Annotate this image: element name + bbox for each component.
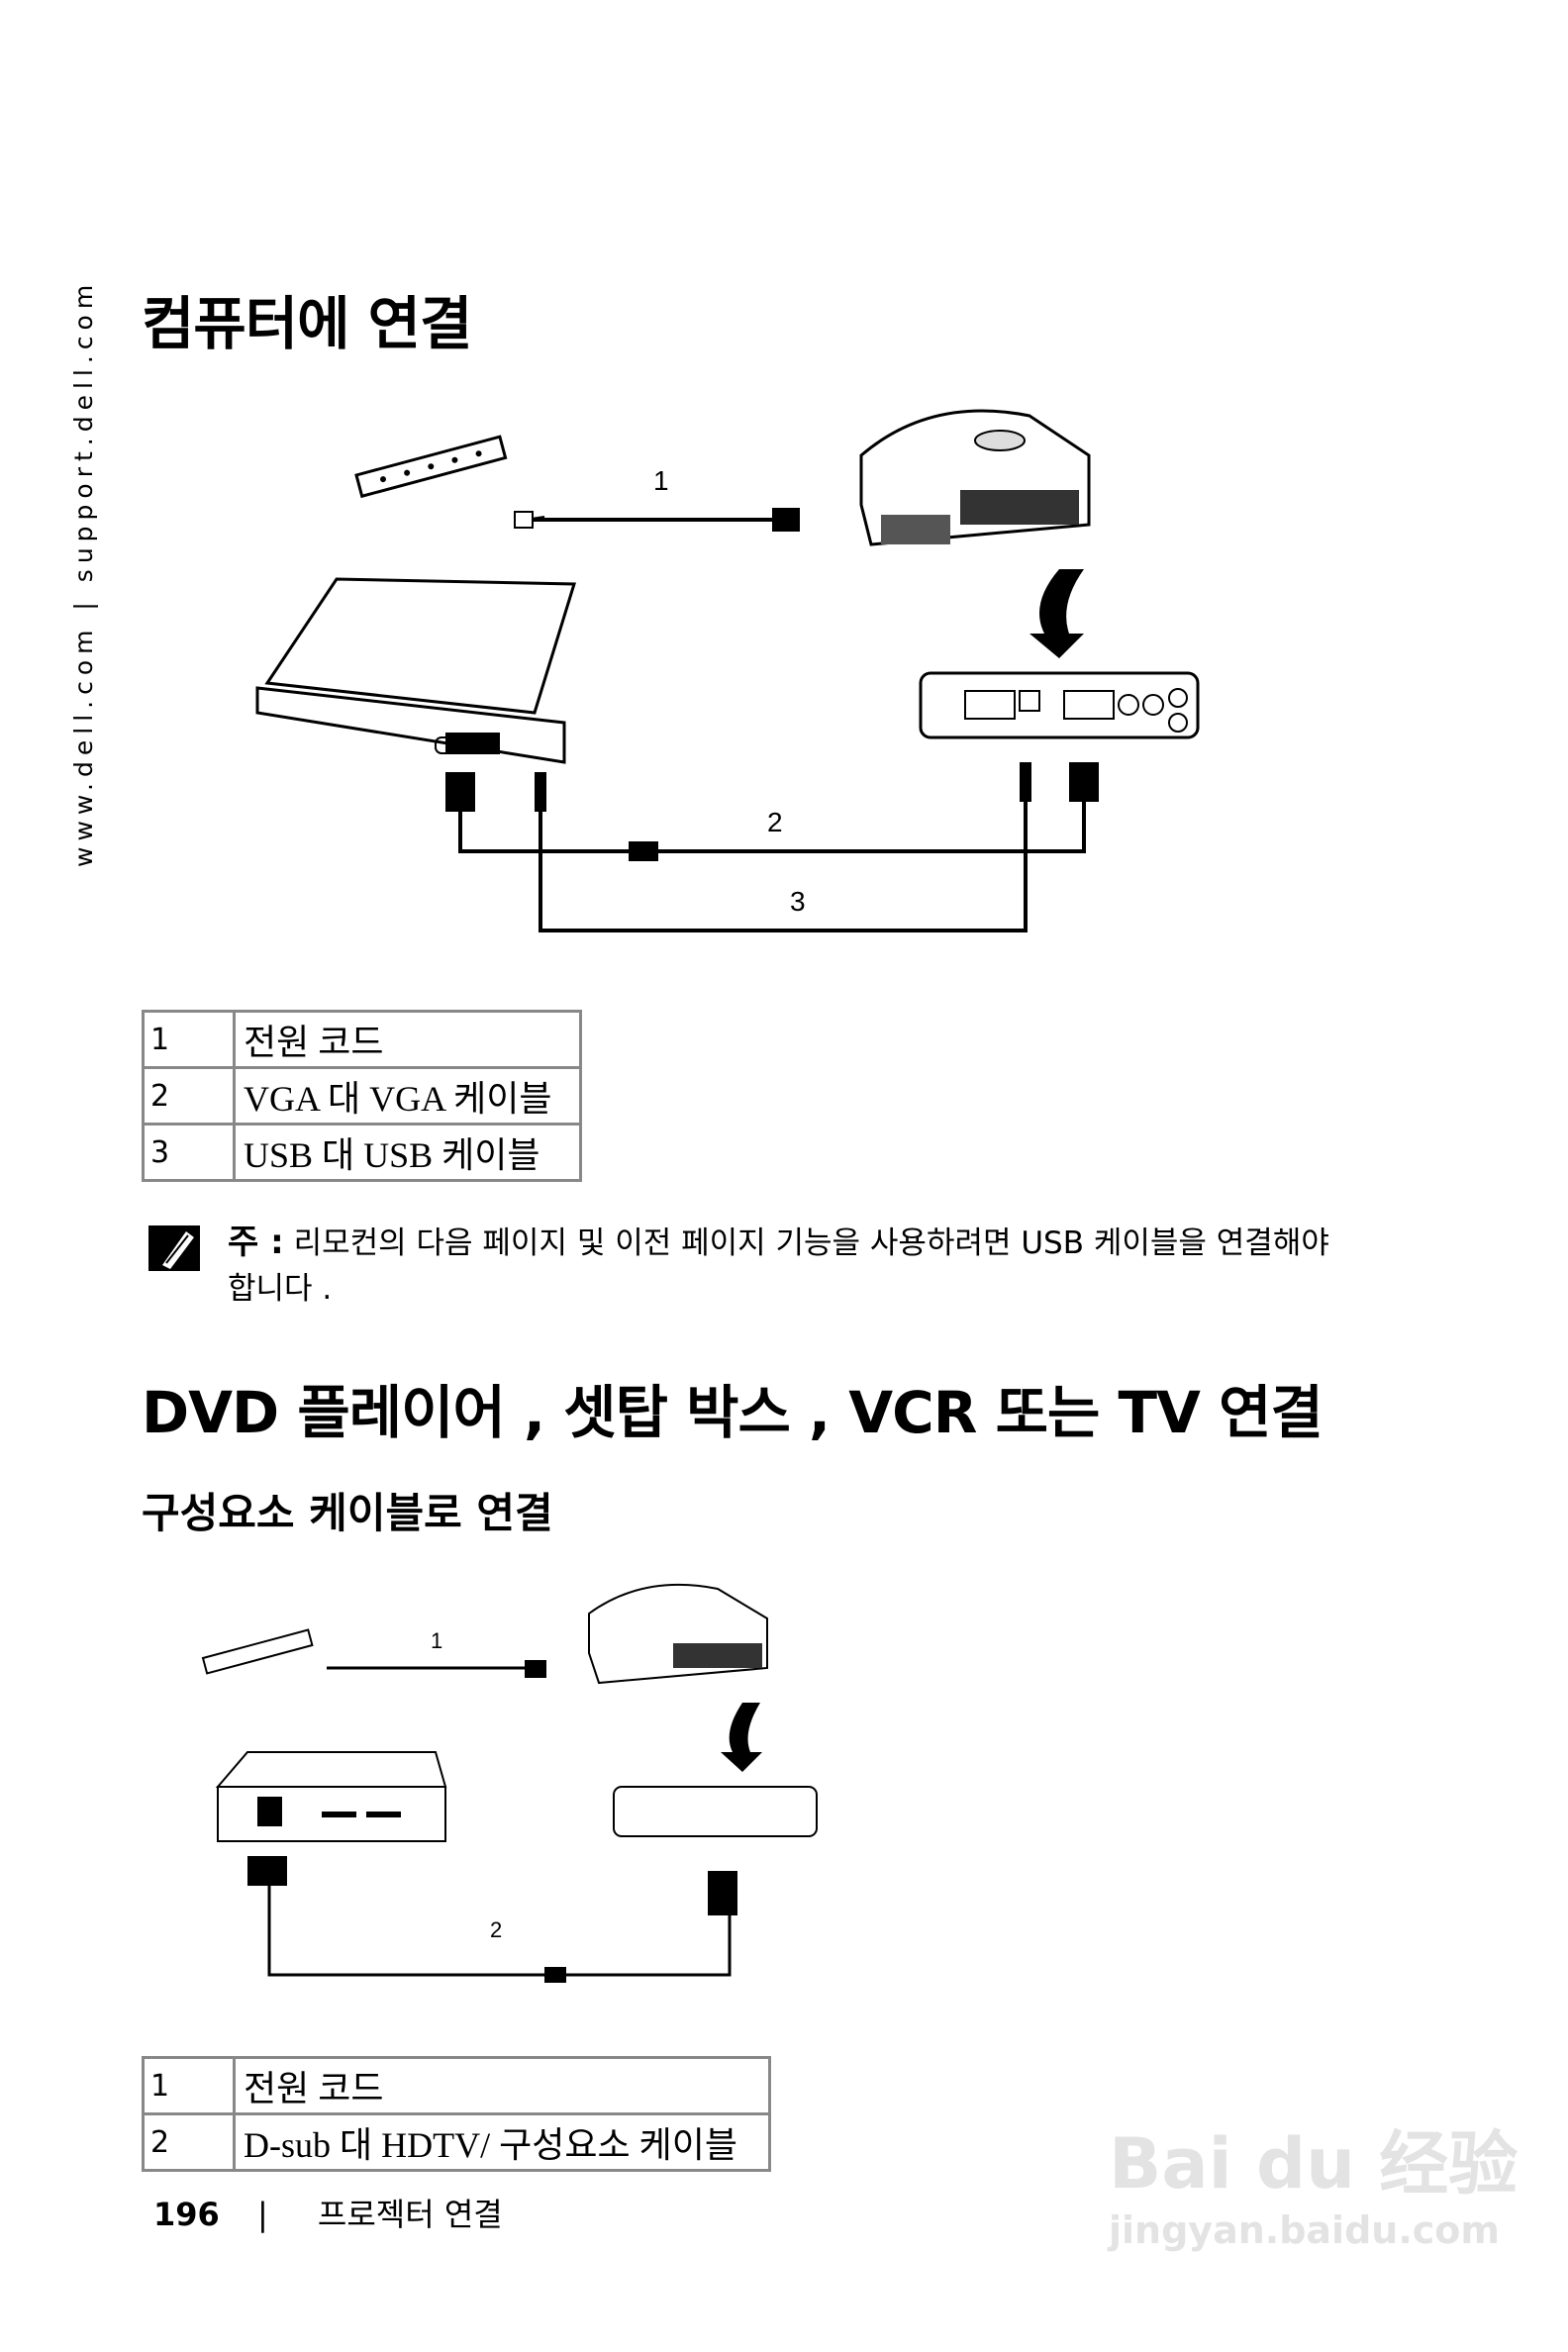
diagram-label-1: 1	[431, 1628, 442, 1653]
computer-connection-diagram: 1 2 3	[255, 409, 1200, 932]
footer-separator: |	[256, 2196, 268, 2233]
footer: 196 | 프로젝터 연결	[153, 2190, 503, 2235]
usb-cable-line	[539, 802, 1028, 932]
vga-cable-line	[458, 802, 1086, 853]
note: 주 : 리모컨의 다음 페이지 및 이전 페이지 기능을 사용하려면 USB 케…	[228, 1223, 1329, 1307]
diagram-label-2: 2	[490, 1917, 502, 1942]
chapter-title: 프로젝터 연결	[317, 2196, 503, 2233]
section-title-computer: 컴퓨터에 연결	[142, 290, 472, 357]
pencil-note-icon	[148, 1225, 200, 1271]
down-arrow-icon	[721, 1703, 762, 1772]
dvd-player-icon	[215, 1751, 447, 1842]
down-arrow-icon	[1029, 569, 1084, 658]
page-number: 196	[153, 2196, 220, 2233]
diagram-label-2: 2	[767, 807, 783, 837]
projector-panel-icon	[919, 671, 1200, 739]
projector-icon	[588, 1583, 768, 1685]
section-subtitle-component: 구성요소 케이블로 연결	[142, 1489, 553, 1537]
baidu-watermark: Bai du 经验 jingyan.baidu.com	[1109, 2123, 1519, 2252]
laptop-icon	[255, 577, 577, 764]
section-title-dvd: DVD 플레이어 , 셋탑 박스 , VCR 또는 TV 연결	[142, 1379, 1323, 1446]
sidebar-url: www.dell.com | support.dell.com	[69, 278, 98, 867]
component-connection-diagram: 1 2	[201, 1583, 818, 1983]
diagram-label-3: 3	[790, 886, 806, 917]
diagram-label-1: 1	[653, 465, 669, 496]
power-strip-icon	[354, 435, 508, 499]
projector-icon	[859, 409, 1091, 546]
projector-panel-icon	[613, 1786, 818, 1837]
power-strip-icon	[201, 1628, 314, 1675]
